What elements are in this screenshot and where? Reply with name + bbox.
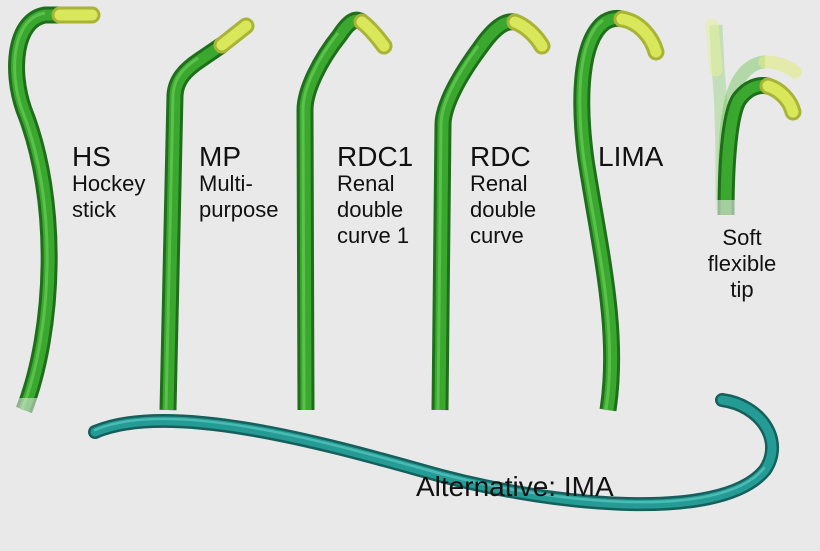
rdc1-catheter bbox=[296, 11, 393, 411]
rdc-abbr: RDC bbox=[470, 141, 531, 172]
rdc-name-line-2: double bbox=[470, 197, 537, 222]
rdc-name-line-3: curve bbox=[470, 223, 524, 248]
hs-label: HS Hockey stick bbox=[72, 143, 145, 223]
rdc-name-line-1: Renal bbox=[470, 171, 528, 196]
rdc-catheter bbox=[431, 13, 551, 411]
soft-tip-line-3: tip bbox=[730, 277, 754, 302]
hs-name-line-2: stick bbox=[72, 197, 116, 222]
lima-catheter bbox=[573, 9, 665, 412]
soft-tip-line-1: Soft bbox=[722, 225, 762, 250]
mp-abbr: MP bbox=[199, 141, 241, 172]
soft-tip-line-2: flexible bbox=[707, 251, 777, 276]
rdc1-name-line-2: double bbox=[337, 197, 404, 222]
hs-name-line-1: Hockey bbox=[72, 171, 146, 196]
hs-abbr: HS bbox=[72, 141, 111, 172]
soft-tip-label: Soft flexible tip bbox=[700, 225, 784, 303]
rdc1-name-line-1: Renal bbox=[337, 171, 395, 196]
rdc-label: RDC Renal double curve bbox=[470, 143, 536, 249]
alternative-ima-label: Alternative: IMA bbox=[416, 471, 614, 502]
mp-name-line-1: Multi- bbox=[199, 171, 253, 196]
mp-name-line-2: purpose bbox=[199, 197, 279, 222]
hs-catheter bbox=[8, 6, 101, 414]
lima-label: LIMA bbox=[598, 143, 663, 171]
lima-abbr: LIMA bbox=[598, 141, 664, 172]
ima-catheter bbox=[88, 393, 779, 512]
rdc1-label: RDC1 Renal double curve 1 bbox=[337, 143, 413, 249]
rdc1-abbr: RDC1 bbox=[337, 141, 414, 172]
rdc1-name-line-3: curve 1 bbox=[337, 223, 410, 248]
soft-tip-catheter bbox=[705, 18, 802, 220]
mp-catheter bbox=[159, 17, 255, 411]
mp-label: MP Multi- purpose bbox=[199, 143, 279, 223]
